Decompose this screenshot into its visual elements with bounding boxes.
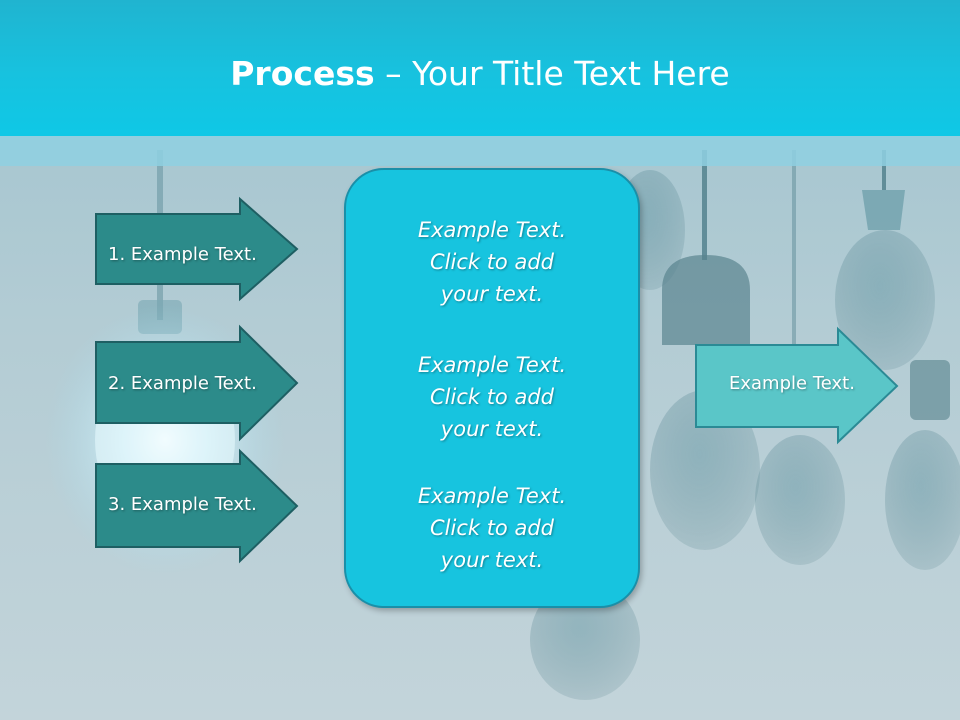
center-block-3-line-3: your text. [440,548,544,572]
title-bold-part: Process [230,54,375,93]
process-step-arrow-1[interactable]: 1. Example Text. [95,196,299,302]
center-block-2-line-3: your text. [440,417,544,441]
title-rest-part: – Your Title Text Here [374,54,730,93]
result-arrow-label: Example Text. [729,373,855,394]
center-block-1-line-3: your text. [440,282,544,306]
process-step-label-1: 1. Example Text. [108,244,257,265]
center-block-2-line-2: Click to add [429,385,554,409]
process-step-label-3: 3. Example Text. [108,494,257,515]
center-block-2-line-1: Example Text. [417,353,567,377]
center-content-box[interactable]: Example Text. Click to add your text. Ex… [344,168,640,608]
center-block-3-line-1: Example Text. [417,484,567,508]
center-text-block-3: Example Text. Click to add your text. [346,480,638,576]
arrow-shape-2 [95,324,299,442]
center-block-3-line-2: Click to add [429,516,554,540]
title-bar [0,0,960,136]
arrow-shape-1 [95,196,299,302]
header-accent-strip [0,136,960,166]
center-text-block-2: Example Text. Click to add your text. [346,349,638,445]
process-step-arrow-3[interactable]: 3. Example Text. [95,448,299,564]
center-block-1-line-1: Example Text. [417,218,567,242]
result-arrow[interactable]: Example Text. [695,326,899,445]
result-arrow-shape [695,326,899,445]
process-step-arrow-2[interactable]: 2. Example Text. [95,324,299,442]
page-title[interactable]: Process – Your Title Text Here [0,50,960,98]
center-text-block-1: Example Text. Click to add your text. [346,214,638,310]
arrow-shape-3 [95,448,299,564]
center-block-1-line-2: Click to add [429,250,554,274]
process-step-label-2: 2. Example Text. [108,373,257,394]
